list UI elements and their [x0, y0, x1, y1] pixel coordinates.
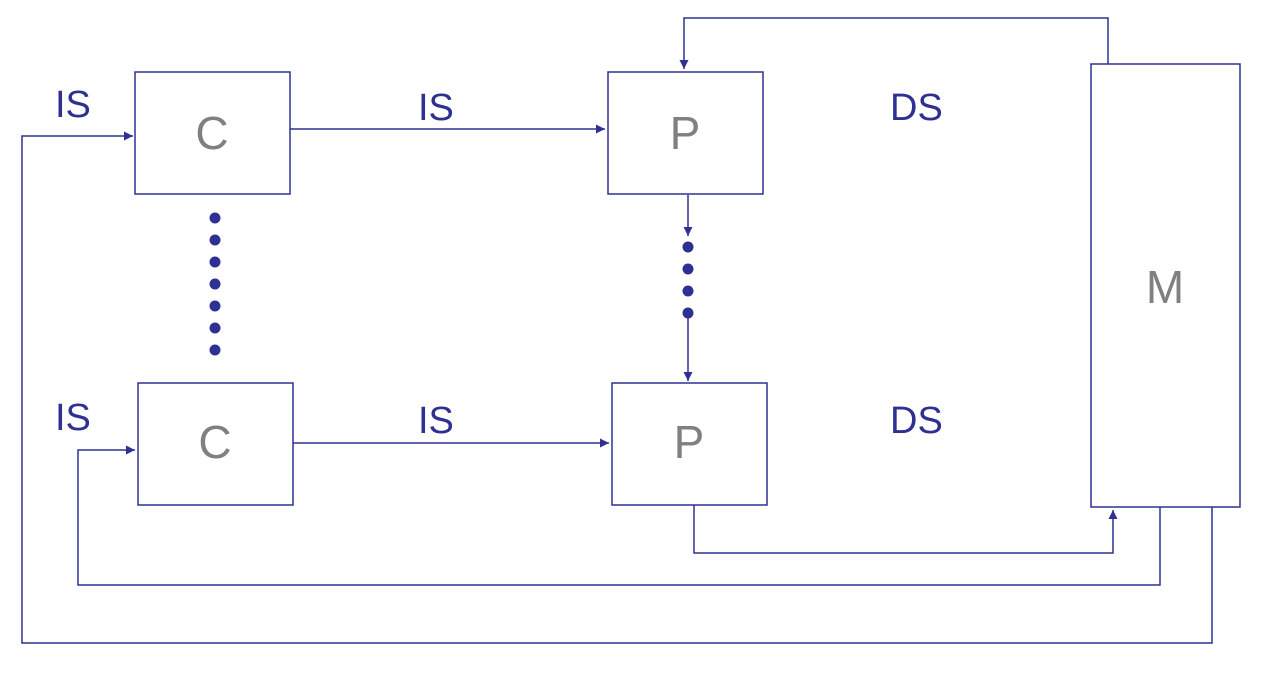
arrow-m-to-c-bottom	[77, 445, 1161, 586]
arrow-p-bottom-to-m	[693, 505, 1118, 554]
ellipsis-dots-right	[682, 241, 694, 319]
connectors	[21, 17, 1213, 644]
box-p-top-label: P	[670, 107, 701, 159]
box-c-bottom: C	[137, 382, 294, 506]
label-ds-top: DS	[890, 87, 943, 129]
ellipsis-dots-left	[209, 212, 221, 356]
box-c-top-label: C	[195, 107, 228, 159]
label-is-mid-bottom: IS	[418, 400, 454, 442]
box-m: M	[1090, 63, 1241, 508]
label-is-left-top: IS	[55, 84, 91, 126]
box-c-bottom-label: C	[198, 416, 231, 468]
arrow-m-to-c-top	[21, 131, 1213, 644]
label-is-left-bottom: IS	[55, 397, 91, 439]
label-is-mid-top: IS	[418, 87, 454, 129]
box-m-label: M	[1146, 261, 1184, 313]
box-p-bottom: P	[611, 382, 768, 506]
box-p-top: P	[607, 71, 764, 195]
box-c-top: C	[134, 71, 291, 195]
arrow-m-to-p-top	[679, 17, 1109, 69]
box-p-bottom-label: P	[674, 416, 705, 468]
label-ds-bottom: DS	[890, 400, 943, 442]
